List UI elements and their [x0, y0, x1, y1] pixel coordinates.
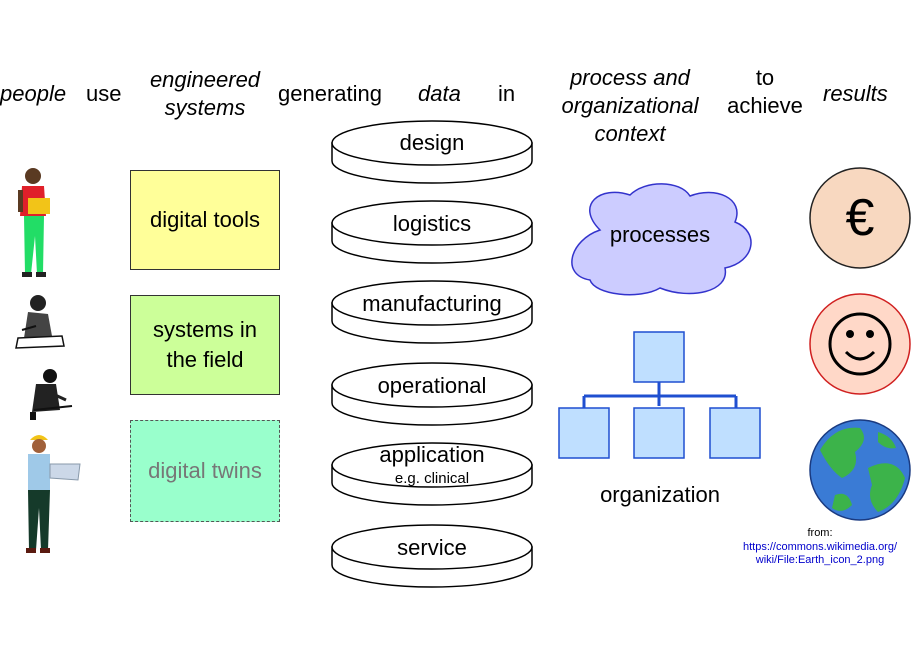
header-systems: systems	[164, 95, 246, 120]
tool-label-line2: the field	[166, 347, 244, 372]
header-use: use	[86, 81, 122, 106]
header-to: to	[755, 65, 775, 90]
header-organizational: organizational	[561, 93, 699, 118]
disk-label-manufacturing: manufacturing	[362, 291, 502, 316]
header-data: data	[418, 81, 461, 106]
tool-box-systems-in-field: systems in the field	[130, 295, 280, 395]
source-link[interactable]: https://commons.wikimedia.org/ wiki/File…	[730, 541, 910, 567]
source-url-line2[interactable]: wiki/File:Earth_icon_2.png	[755, 554, 885, 566]
header-process-context: process and organizational context	[548, 64, 712, 148]
data-disk-stack	[331, 120, 533, 588]
header-process-and: process and	[570, 65, 690, 90]
person-engineer-icon	[26, 435, 81, 553]
header-engineered-systems: engineered systems	[142, 66, 268, 122]
disk-label-application: application	[379, 442, 485, 467]
disk-design	[331, 120, 533, 184]
header-results: results	[823, 81, 888, 106]
person-standing-icon	[18, 168, 50, 277]
header-to-achieve: to achieve	[720, 64, 810, 120]
smiley-icon	[809, 293, 911, 395]
disk-label-design: design	[399, 130, 465, 155]
source-url-line1[interactable]: https://commons.wikimedia.org/	[742, 541, 898, 553]
header-achieve: achieve	[727, 93, 803, 118]
euro-icon: €	[845, 189, 875, 247]
processes-cloud-shape	[571, 183, 752, 296]
header-engineered: engineered	[149, 67, 261, 92]
person-leaning-icon	[30, 369, 73, 420]
disk-manufacturing	[331, 280, 533, 344]
disk-sublabel-clinical: e.g. clinical	[394, 470, 470, 487]
disk-label-logistics: logistics	[392, 211, 472, 236]
disk-label-service: service	[397, 535, 467, 560]
header-generating: generating	[278, 81, 382, 106]
tool-box-digital-tools: digital tools	[130, 170, 280, 270]
processes-label: processes	[609, 222, 711, 247]
tool-label-line1: systems in	[153, 317, 257, 342]
earth-icon	[809, 419, 911, 521]
organization-label: organization	[600, 482, 720, 507]
disk-service	[331, 524, 533, 588]
person-desk-icon	[15, 295, 65, 349]
source-from: from:	[807, 527, 833, 539]
euro-circle	[809, 167, 911, 269]
disk-application	[331, 442, 533, 506]
tool-label: digital tools	[149, 207, 261, 232]
header-context: context	[594, 121, 666, 146]
disk-label-operational: operational	[377, 373, 487, 398]
tool-box-digital-twins: digital twins	[130, 420, 280, 522]
header-people: people	[0, 81, 67, 106]
disk-logistics	[331, 200, 533, 264]
tool-label: digital twins	[148, 458, 262, 483]
disk-operational	[331, 362, 533, 426]
header-in: in	[498, 81, 516, 106]
organization-chart	[558, 331, 761, 459]
